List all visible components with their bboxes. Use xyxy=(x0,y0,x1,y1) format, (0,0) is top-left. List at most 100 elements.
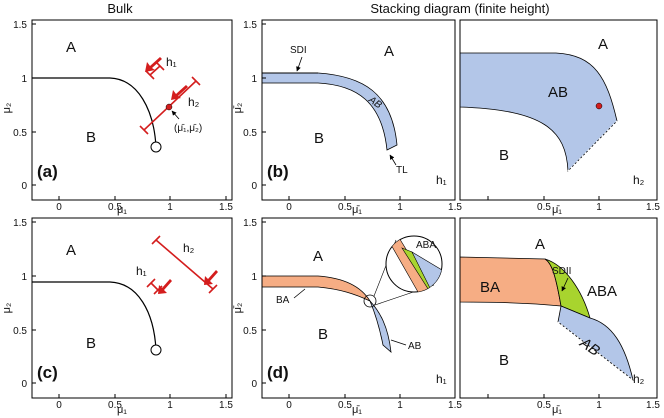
x-tick: 0.5 xyxy=(108,202,122,213)
ba-label: BA xyxy=(276,295,290,306)
panel-c-tag: (c) xyxy=(37,363,58,382)
critical-point xyxy=(150,141,162,153)
h1-arrow-icon xyxy=(158,279,172,294)
x-tick: 1 xyxy=(167,202,173,213)
h1-path-line xyxy=(150,282,159,291)
x-tick: 0 xyxy=(286,202,292,213)
x-tick: 0 xyxy=(56,202,62,213)
x-axis-label: μ̄₁ xyxy=(552,404,562,416)
coexistence-line xyxy=(32,281,157,351)
panel-a: A B h₁ h₂ (μ̄₁,μ̄₂) (a) 0 0.5 1 1.5 0 0.… xyxy=(1,19,233,216)
x-tick: 1.5 xyxy=(646,202,660,213)
panel-d-tag: (d) xyxy=(267,363,289,382)
region-a-label: A xyxy=(66,39,76,56)
x-tick: 1 xyxy=(596,202,602,213)
x-tick: 1.5 xyxy=(448,400,462,411)
y-tick: 1 xyxy=(251,74,257,85)
coexistence-line xyxy=(32,77,157,148)
state-point xyxy=(165,103,173,111)
ba-label: BA xyxy=(480,279,500,296)
y-tick: 0 xyxy=(21,379,27,390)
region-b-label: B xyxy=(499,352,509,369)
h1-label: h₁ xyxy=(436,173,447,187)
point-label: (μ̄₁,μ̄₂) xyxy=(174,123,202,134)
region-a-label: A xyxy=(598,36,608,53)
zoom-inset: ABA xyxy=(385,235,443,293)
panel-a-tag: (a) xyxy=(37,162,58,181)
x-tick: 0 xyxy=(286,400,292,411)
aba-inset-label: ABA xyxy=(416,240,436,251)
panel-c-frame xyxy=(31,217,233,399)
x-tick: 0.5 xyxy=(108,400,122,411)
header-bulk: Bulk xyxy=(107,1,133,16)
h1-label: h₁ xyxy=(436,372,447,386)
y-tick: 0 xyxy=(251,379,257,390)
y-tick: 1.5 xyxy=(13,218,27,229)
ab-region xyxy=(262,72,398,151)
h2-label: h₂ xyxy=(633,173,645,187)
y-tick: 1 xyxy=(21,272,27,283)
h1-label: h₁ xyxy=(136,264,147,278)
panel-b2-frame xyxy=(459,19,658,201)
x-tick: 1.5 xyxy=(646,400,660,411)
x-axis-label: μ̄₁ xyxy=(552,204,562,216)
panel-b: A B AB SDI TL h₁ (b) 0 0.5 1 1.5 0 0.5 1… xyxy=(232,19,462,216)
panel-d-frame xyxy=(261,217,456,399)
x-axis-label: μ̄₁ xyxy=(352,404,362,416)
x-tick: 1 xyxy=(397,400,403,411)
region-b-label: B xyxy=(86,129,96,146)
h2-arrow-icon xyxy=(171,85,188,100)
header-stacking: Stacking diagram (finite height) xyxy=(370,1,549,16)
y-axis-label: μ₂ xyxy=(1,303,13,314)
y-tick: 0.5 xyxy=(243,326,257,337)
region-b-label: B xyxy=(499,147,509,164)
x-tick: 1.5 xyxy=(219,202,233,213)
x-axis-label: μ₁ xyxy=(117,204,127,216)
region-a-label: A xyxy=(313,248,323,265)
x-tick: 1.5 xyxy=(219,400,233,411)
x-axis-label: μ̄₁ xyxy=(352,204,362,216)
panel-b2: A AB B h₂ 0.5 1 1.5 μ̄₁ xyxy=(459,19,660,216)
ab-label: AB xyxy=(548,84,568,101)
ab-region xyxy=(369,300,392,353)
x-tick: 1 xyxy=(596,400,602,411)
h2-arrow-icon xyxy=(204,270,218,285)
ab-label: AB xyxy=(408,341,422,352)
x-tick: 1.5 xyxy=(448,202,462,213)
x-tick: 1 xyxy=(167,400,173,411)
panel-d: ABA A B BA AB h₁ (d) 0 0.5 1 1.5 0 0.5 1… xyxy=(232,217,462,416)
h2-label: h₂ xyxy=(188,95,200,109)
h2-path-line xyxy=(155,239,214,290)
ab-region xyxy=(460,52,618,172)
sdii-label: SDII xyxy=(552,266,571,277)
y-tick: 0.5 xyxy=(243,128,257,139)
critical-point xyxy=(150,344,162,356)
x-axis-label: μ₁ xyxy=(117,404,127,416)
ab-region xyxy=(557,305,634,381)
state-point xyxy=(595,102,603,110)
panel-b-tag: (b) xyxy=(267,162,289,181)
h1-path-line xyxy=(149,65,161,76)
region-a-label: A xyxy=(535,236,545,253)
aba-label: ABA xyxy=(587,283,617,300)
zoom-source-circle xyxy=(363,294,377,308)
region-b-label: B xyxy=(314,130,324,147)
x-tick: 0.5 xyxy=(338,202,352,213)
x-tick: 0.5 xyxy=(537,202,551,213)
panel-b-frame xyxy=(261,19,456,201)
y-tick: 1.5 xyxy=(243,218,257,229)
sdi-label: SDI xyxy=(290,45,307,56)
region-b-label: B xyxy=(318,326,328,343)
h2-label: h₂ xyxy=(183,241,195,255)
tl-label: TL xyxy=(396,165,408,176)
y-tick: 0.5 xyxy=(13,326,27,337)
x-tick: 0 xyxy=(56,400,62,411)
y-axis-label: μ̄₂ xyxy=(232,103,244,114)
y-tick: 0 xyxy=(251,181,257,192)
region-b-label: B xyxy=(86,335,96,352)
y-tick: 1 xyxy=(21,74,27,85)
x-tick: 1 xyxy=(397,202,403,213)
y-axis-label: μ₂ xyxy=(1,103,13,114)
y-tick: 1.5 xyxy=(243,20,257,31)
